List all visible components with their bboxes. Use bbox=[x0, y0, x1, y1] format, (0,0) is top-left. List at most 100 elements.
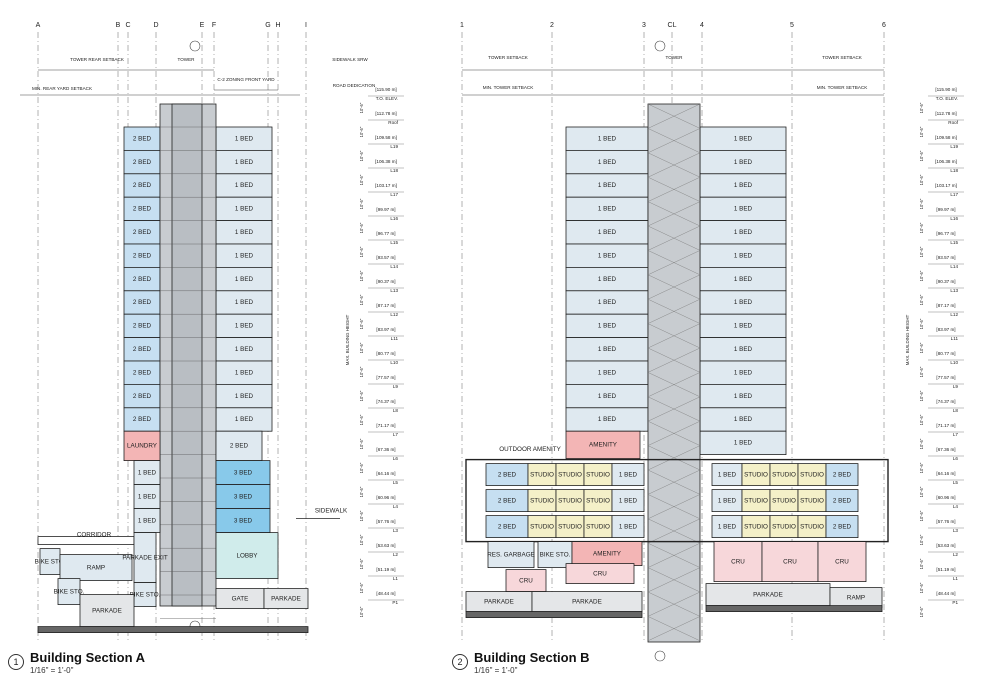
sa-elev-16: [67.36 m] bbox=[376, 447, 395, 452]
sb-tower-right-unit-5-label: 1 BED bbox=[734, 229, 753, 236]
sb-core-brace-b-17 bbox=[647, 494, 701, 519]
sb-tower-right-unit-7-label: 1 BED bbox=[734, 276, 753, 283]
dim-tower-rear-setback-label: TOWER REAR SETBACK bbox=[70, 57, 125, 62]
sa-elev-17: [64.16 m] bbox=[376, 471, 395, 476]
sb-elev-16: [67.36 m] bbox=[936, 447, 955, 452]
sb-cru-right-2 bbox=[761, 541, 819, 582]
sb-level-19: L3 bbox=[953, 528, 959, 533]
sb-cru-2-label: CRU bbox=[593, 570, 607, 577]
sb-core-brace-b-5 bbox=[647, 201, 701, 227]
sb-tower-left-unit-3-label: 1 BED bbox=[598, 182, 617, 189]
dim-b-min-tower-right-label: MIN. TOWER SETBACK bbox=[817, 85, 869, 90]
sa-floor-dim-14: 10'-6" bbox=[359, 414, 364, 425]
sa-foundation bbox=[37, 626, 309, 633]
sb-level-17: L5 bbox=[953, 480, 959, 485]
sb-podium-right-r1-5 bbox=[825, 463, 859, 487]
sb-podium-left-r1-5 bbox=[611, 463, 645, 487]
sb-level-18: L4 bbox=[953, 504, 959, 509]
sa-tower-left-unit-9-label: 2 BED bbox=[133, 323, 152, 330]
sa-laundry-label: LAUNDRY bbox=[127, 443, 158, 450]
sb-tower-right-unit-11-label: 1 BED bbox=[734, 369, 753, 376]
grid-label-b-1: 1 bbox=[460, 22, 464, 29]
sa-tower-left-unit-13-label: 2 BED bbox=[133, 416, 152, 423]
sa-max-height: MAX. BUILDING HEIGHT bbox=[345, 314, 350, 365]
sb-podium-left-r2-3-label: STUDIO bbox=[558, 497, 582, 504]
sa-level-3: L19 bbox=[390, 144, 398, 149]
sa-tower-left-unit-8-label: 2 BED bbox=[133, 299, 152, 306]
sa-bike-sto-upper-label: BIKE STO. bbox=[35, 558, 66, 565]
sb-tower-left-unit-5-label: 1 BED bbox=[598, 229, 617, 236]
sb-level-6: L16 bbox=[950, 216, 958, 221]
grid-label-b-4: 4 bbox=[700, 22, 704, 29]
sa-floor-dim-2: 10'-6" bbox=[359, 126, 364, 137]
dim-road-dedication-label: ROAD DEDICATION bbox=[333, 83, 376, 88]
sa-parkade-right-label: PARKADE bbox=[271, 595, 301, 602]
sb-level-14: L8 bbox=[953, 408, 959, 413]
sb-podium-left-r1-4-label: STUDIO bbox=[586, 471, 610, 478]
sb-podium-right-r2-4-label: STUDIO bbox=[800, 497, 824, 504]
sb-level-20: L2 bbox=[953, 552, 959, 557]
sb-core-brace-b-2 bbox=[647, 128, 701, 153]
grid-label-b-2: 2 bbox=[550, 22, 554, 29]
sb-core bbox=[647, 103, 701, 643]
sb-parkade-left-1-label: PARKADE bbox=[484, 598, 514, 605]
sb-elev-19: [57.76 m] bbox=[936, 519, 955, 524]
sb-elev-6: [99.97 m] bbox=[936, 207, 955, 212]
sa-level-11: L11 bbox=[391, 336, 399, 341]
sa-laundry bbox=[123, 430, 161, 462]
sb-level-3: L19 bbox=[950, 144, 958, 149]
sb-tower-right-unit-4-label: 1 BED bbox=[734, 206, 753, 213]
sa-floor-dim-22: 10'-6" bbox=[359, 606, 364, 617]
sb-core-brace-b-3 bbox=[647, 152, 701, 178]
grid-label-b-cl: CL bbox=[668, 22, 677, 29]
sb-res-garbage-label: RES. GARBAGE bbox=[487, 551, 535, 558]
sb-tower-left-unit-7-label: 1 BED bbox=[598, 276, 617, 283]
sb-cru-right-1 bbox=[713, 541, 763, 582]
sb-core-brace-b-4 bbox=[647, 177, 701, 202]
sb-core-brace-b-14 bbox=[647, 421, 701, 446]
sa-parkade-exit-label: PARKADE EXIT bbox=[122, 554, 168, 561]
sb-level-8: L14 bbox=[950, 264, 958, 269]
sb-elev-18: [60.96 m] bbox=[936, 495, 955, 500]
sb-level-5: L17 bbox=[950, 192, 958, 197]
sa-tower-right-unit-11-label: 1 BED bbox=[235, 369, 254, 376]
sa-parkade bbox=[79, 594, 135, 627]
sb-level-4: L18 bbox=[950, 168, 958, 173]
sa-tower-right-unit-1-label: 1 BED bbox=[235, 135, 254, 142]
sb-cru-right-1-label: CRU bbox=[731, 558, 745, 565]
sb-tower-left-unit-13-label: 1 BED bbox=[598, 416, 617, 423]
sa-elev-14: [74.37 m] bbox=[376, 399, 395, 404]
sb-elev-20: [53.63 m] bbox=[936, 543, 955, 548]
section-a-number: 1 bbox=[8, 654, 24, 670]
sa-level-20: L2 bbox=[393, 552, 399, 557]
sb-cru-right-3-label: CRU bbox=[835, 558, 849, 565]
sb-podium-left-r2-4-label: STUDIO bbox=[586, 497, 610, 504]
sb-tower-right-unit-2-label: 1 BED bbox=[734, 159, 753, 166]
sb-core-brace-b-9 bbox=[647, 299, 701, 324]
sb-podium-left-r2-5 bbox=[611, 489, 645, 513]
sa-floor-dim-9: 10'-6" bbox=[359, 294, 364, 305]
sb-tower-left-unit-11-label: 1 BED bbox=[598, 369, 617, 376]
sb-level-10: L12 bbox=[950, 312, 958, 317]
sa-floor-dim-7: 10'-6" bbox=[359, 246, 364, 257]
sa-tower-left-unit-12-label: 2 BED bbox=[133, 393, 152, 400]
sb-core-brace-b-20 bbox=[647, 567, 701, 593]
sa-floor-dim-1: 10'-6" bbox=[359, 102, 364, 113]
sb-elev-7: [96.77 m] bbox=[936, 231, 955, 236]
sa-tower-right-unit-8-label: 1 BED bbox=[235, 299, 254, 306]
sb-elev-15: [71.17 m] bbox=[936, 423, 955, 428]
sa-podium-left-1-label: 1 BED bbox=[138, 469, 157, 476]
sb-level-2: Roof bbox=[948, 120, 958, 125]
sb-floor-dim-9: 10'-6" bbox=[919, 294, 924, 305]
sb-tower-right-unit-3-label: 1 BED bbox=[734, 182, 753, 189]
dim-zoning-front-label: C-2 ZONING FRONT YARD bbox=[217, 77, 275, 82]
sa-level-21: L1 bbox=[393, 576, 399, 581]
sa-floor-dim-12: 10'-6" bbox=[359, 366, 364, 377]
sb-podium-left-r3-1-label: 2 BED bbox=[498, 523, 517, 530]
sb-floor-dim-22: 10'-6" bbox=[919, 606, 924, 617]
sb-podium-left-r3-2-label: STUDIO bbox=[530, 523, 554, 530]
sb-tower-right-unit-1-label: 1 BED bbox=[734, 135, 753, 142]
sb-parkade-left-2-label: PARKADE bbox=[572, 598, 602, 605]
sb-podium-right-r1-3-label: STUDIO bbox=[772, 471, 796, 478]
sb-level-12: L10 bbox=[950, 360, 958, 365]
